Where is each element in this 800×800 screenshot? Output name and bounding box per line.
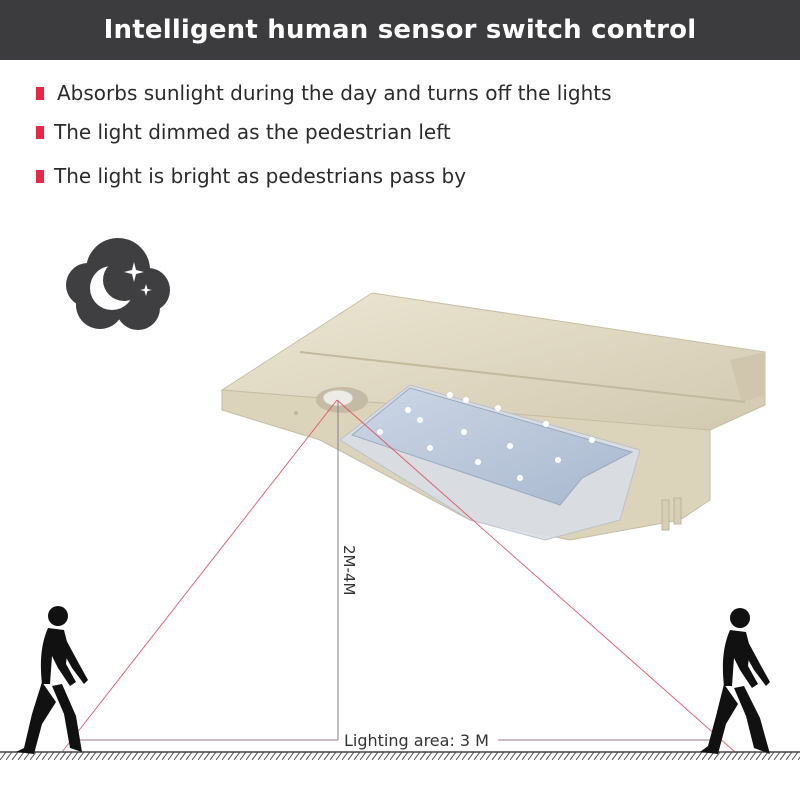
feature-item: The light is bright as pedestrians pass … [36,164,466,188]
feature-text: Absorbs sunlight during the day and turn… [57,81,612,105]
height-label: 2M-4M [340,545,358,595]
title-banner: Intelligent human sensor switch control [0,0,800,60]
feature-item: The light dimmed as the pedestrian left [36,120,451,144]
feature-text: The light dimmed as the pedestrian left [54,120,451,144]
feature-item: Absorbs sunlight during the day and turn… [36,81,612,105]
detection-beams [61,399,736,753]
area-label: Lighting area: 3 M [344,731,489,750]
feature-text: The light is bright as pedestrians pass … [54,164,467,188]
banner-title: Intelligent human sensor switch control [103,15,697,45]
solar-lamp [220,292,766,541]
bullet-icon [36,169,44,183]
led-dots [377,392,595,481]
walking-person-icon [700,608,770,754]
walking-person-icon [16,606,88,754]
cloud-moon-stars-icon [66,238,170,330]
bullet-icon [36,125,44,139]
bullet-icon [36,86,44,100]
ground [0,751,800,760]
